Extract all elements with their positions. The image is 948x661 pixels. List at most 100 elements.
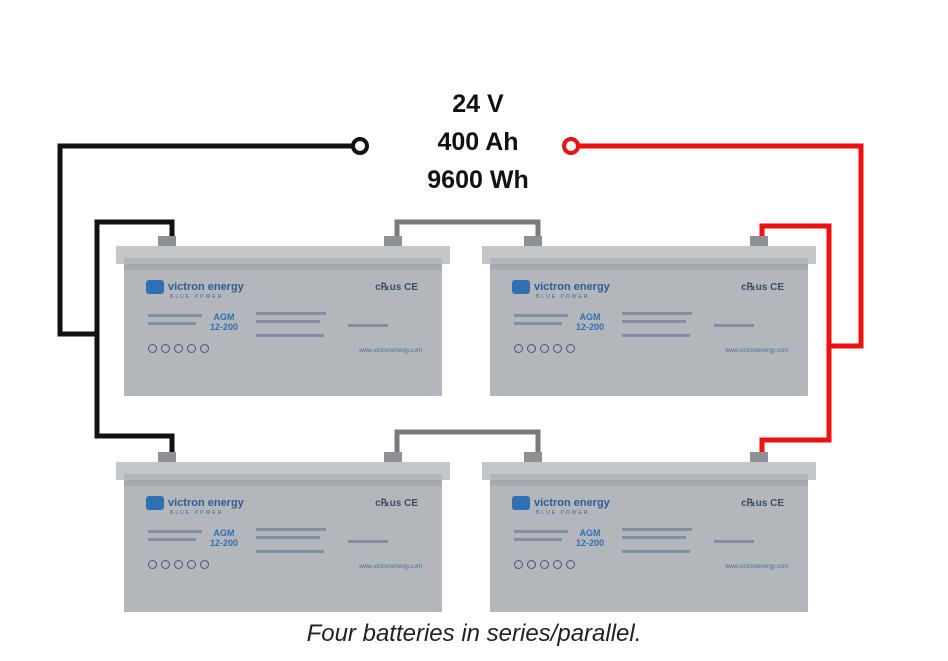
positive-bus (759, 223, 832, 462)
battery-case (124, 474, 442, 612)
fine-print (514, 314, 568, 317)
battery-top-right: victron energy BLUE POWER c℞us CE AGM 12… (482, 236, 816, 396)
fine-print (348, 540, 388, 543)
brand-tagline: BLUE POWER (536, 510, 590, 516)
hazard-icon (553, 344, 562, 353)
battery-model: AGM 12-200 (210, 528, 238, 548)
hazard-icon (148, 560, 157, 569)
negative-main-cable (57, 143, 360, 337)
fine-print (148, 538, 196, 541)
hazard-icon (161, 344, 170, 353)
model-rating: 12-200 (210, 538, 239, 548)
hazard-icon (514, 344, 523, 353)
battery-model: AGM 12-200 (576, 312, 604, 332)
positive-terminal (750, 452, 768, 464)
warning-icons (514, 560, 575, 569)
brand-website: www.victronenergy.com (725, 348, 788, 354)
certification-marks: c℞us CE (375, 498, 418, 509)
victron-logo-icon (512, 280, 530, 294)
certification-marks: c℞us CE (741, 498, 784, 509)
battery-top-left: victron energy BLUE POWER c℞us CE AGM 12… (116, 236, 450, 396)
positive-terminal (384, 452, 402, 464)
fine-print (256, 528, 326, 531)
hazard-icon (566, 344, 575, 353)
brand-website: www.victronenergy.com (359, 564, 422, 570)
series-link-bottom (394, 429, 541, 462)
hazard-icon (187, 560, 196, 569)
brand-tagline: BLUE POWER (536, 294, 590, 300)
brand-name: victron energy (534, 497, 610, 509)
hazard-icon (174, 560, 183, 569)
battery-model: AGM 12-200 (576, 528, 604, 548)
victron-logo-icon (146, 496, 164, 510)
brand-name: victron energy (168, 497, 244, 509)
system-energy: 9600 Wh (427, 166, 529, 194)
fine-print (714, 540, 754, 543)
fine-print (256, 334, 324, 337)
fine-print (256, 550, 324, 553)
series-link-top (394, 219, 541, 244)
negative-terminal (158, 236, 176, 248)
fine-print (622, 528, 692, 531)
fine-print (622, 536, 686, 539)
battery-case (490, 258, 808, 396)
fine-print (256, 320, 320, 323)
hazard-icon (161, 560, 170, 569)
battery-model: AGM 12-200 (210, 312, 238, 332)
fine-print (148, 530, 202, 533)
brand-logo: victron energy (146, 280, 244, 294)
fine-print (622, 334, 690, 337)
negative-terminal (524, 452, 542, 464)
model-type: AGM (213, 312, 235, 322)
fine-print (514, 530, 568, 533)
positive-terminal-ring (562, 137, 580, 155)
brand-tagline: BLUE POWER (170, 510, 224, 516)
brand-tagline: BLUE POWER (170, 294, 224, 300)
hazard-icon (514, 560, 523, 569)
lid-shadow (490, 264, 808, 270)
positive-terminal (384, 236, 402, 248)
brand-website: www.victronenergy.com (359, 348, 422, 354)
battery-case (490, 474, 808, 612)
certification-marks: c℞us CE (375, 282, 418, 293)
model-rating: 12-200 (576, 538, 605, 548)
fine-print (622, 550, 690, 553)
fine-print (348, 324, 388, 327)
battery-case (124, 258, 442, 396)
warning-icons (148, 560, 209, 569)
warning-icons (148, 344, 209, 353)
brand-logo: victron energy (146, 496, 244, 510)
model-rating: 12-200 (576, 322, 605, 332)
brand-website: www.victronenergy.com (725, 564, 788, 570)
model-type: AGM (213, 528, 235, 538)
hazard-icon (566, 560, 575, 569)
victron-logo-icon (512, 496, 530, 510)
negative-terminal-ring (351, 137, 369, 155)
positive-terminal (750, 236, 768, 248)
fine-print (514, 322, 562, 325)
fine-print (514, 538, 562, 541)
victron-logo-icon (146, 280, 164, 294)
hazard-icon (200, 560, 209, 569)
lid-shadow (490, 480, 808, 486)
brand-logo: victron energy (512, 496, 610, 510)
brand-name: victron energy (534, 281, 610, 293)
hazard-icon (200, 344, 209, 353)
system-capacity: 400 Ah (437, 128, 519, 156)
hazard-icon (553, 560, 562, 569)
diagram-caption: Four batteries in series/parallel. (306, 620, 642, 647)
fine-print (714, 324, 754, 327)
hazard-icon (527, 560, 536, 569)
model-type: AGM (579, 528, 601, 538)
fine-print (148, 314, 202, 317)
fine-print (622, 320, 686, 323)
negative-terminal (524, 236, 542, 248)
fine-print (148, 322, 196, 325)
hazard-icon (148, 344, 157, 353)
negative-terminal (158, 452, 176, 464)
fine-print (256, 536, 320, 539)
lid-shadow (124, 480, 442, 486)
brand-logo: victron energy (512, 280, 610, 294)
